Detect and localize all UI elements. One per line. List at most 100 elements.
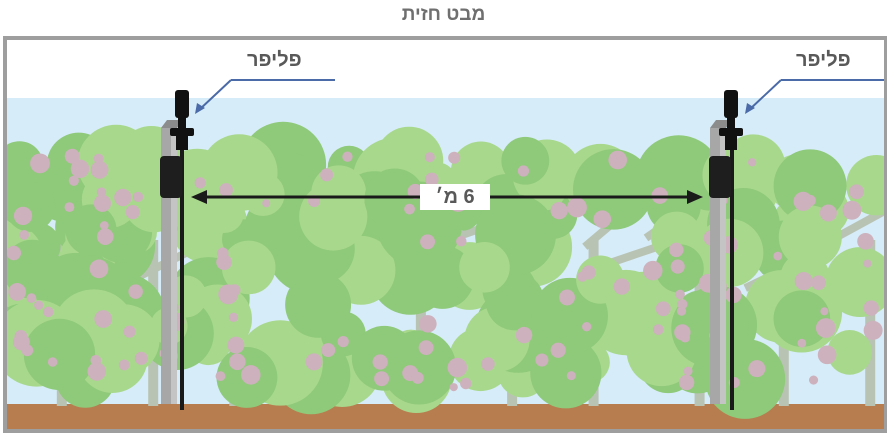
foliage-blob bbox=[381, 330, 457, 405]
fruit-dot bbox=[114, 188, 132, 207]
fruit-dot bbox=[320, 168, 334, 182]
fruit-dot bbox=[842, 200, 862, 220]
fruit-dot bbox=[321, 343, 336, 358]
right-sprinkler-assembly bbox=[709, 79, 884, 410]
foliage-blob bbox=[23, 318, 96, 391]
fruit-dot bbox=[411, 371, 424, 384]
fruit-dot bbox=[670, 259, 685, 274]
diagram-title: מבט חזית bbox=[401, 4, 486, 25]
foliage-blob bbox=[241, 172, 285, 216]
fruit-dot bbox=[215, 371, 226, 382]
fruit-dot bbox=[819, 204, 837, 222]
fruit-dot bbox=[228, 312, 239, 322]
distance-arrowhead-left bbox=[191, 190, 207, 204]
foliage-blob bbox=[773, 290, 831, 347]
fruit-dot bbox=[43, 306, 54, 318]
fruit-dot bbox=[34, 300, 44, 310]
sprinkler-icon bbox=[170, 90, 194, 150]
fruit-dot bbox=[125, 205, 140, 220]
fruit-dot bbox=[419, 315, 437, 333]
fruit-dot bbox=[93, 194, 112, 212]
fruit-dot bbox=[13, 206, 33, 226]
right-bracket bbox=[709, 156, 731, 198]
fruit-dot bbox=[337, 335, 349, 348]
left-post-cap bbox=[161, 120, 183, 128]
fruit-dot bbox=[96, 228, 114, 245]
sprinkler-icon bbox=[719, 90, 743, 150]
left-post-shade bbox=[171, 128, 177, 404]
fruit-dot bbox=[19, 230, 30, 240]
right-pipe bbox=[730, 148, 734, 410]
fruit-dot bbox=[773, 251, 783, 261]
fruit-dot bbox=[128, 284, 143, 299]
fruit-dot bbox=[21, 344, 34, 357]
foliage-blob bbox=[221, 240, 276, 295]
fruit-dot bbox=[132, 191, 144, 203]
fruit-dot bbox=[217, 247, 229, 260]
sprinkler-label-right: פליפר bbox=[796, 49, 851, 71]
fruit-dot bbox=[228, 284, 241, 297]
left-bracket bbox=[160, 156, 182, 198]
fruit-dot bbox=[447, 357, 468, 378]
scene-frame bbox=[3, 36, 887, 433]
foliage-blob bbox=[285, 271, 352, 338]
fruit-dot bbox=[64, 148, 80, 164]
foliage-blob bbox=[7, 181, 56, 232]
fruit-dot bbox=[407, 183, 423, 200]
foliage-blob bbox=[773, 149, 847, 223]
fruit-dot bbox=[89, 259, 109, 279]
distance-label: 6 מ׳ bbox=[420, 184, 490, 210]
fruit-dot bbox=[424, 172, 439, 187]
fruit-dot bbox=[804, 194, 816, 207]
foliage-blob bbox=[530, 337, 602, 409]
distance-arrowhead-right bbox=[687, 190, 703, 204]
foliage-blob bbox=[827, 330, 872, 375]
fruit-dot bbox=[794, 272, 813, 291]
fruit-dot bbox=[481, 357, 495, 371]
fruit-dot bbox=[26, 293, 37, 303]
fruit-dot bbox=[227, 336, 245, 354]
fruit-dot bbox=[424, 152, 435, 163]
fruit-dot bbox=[550, 342, 566, 358]
fruit-dot bbox=[374, 371, 390, 387]
fruit-dot bbox=[863, 320, 883, 340]
fruit-dot bbox=[64, 202, 75, 213]
fruit-dot bbox=[849, 184, 864, 200]
fruit-dot bbox=[99, 221, 109, 230]
fruit-dot bbox=[96, 187, 107, 197]
fruit-dot bbox=[134, 351, 148, 365]
fruit-dot bbox=[815, 318, 836, 338]
fruit-dot bbox=[797, 338, 807, 348]
fruit-dot bbox=[566, 371, 576, 381]
fruit-dot bbox=[8, 283, 27, 301]
fruit-dot bbox=[808, 375, 819, 385]
fruit-dot bbox=[581, 265, 596, 280]
fruit-dot bbox=[449, 383, 458, 392]
foliage-blob bbox=[501, 136, 550, 185]
fruit-dot bbox=[90, 160, 109, 179]
left-sprinkler-assembly bbox=[160, 79, 335, 410]
fruit-dot bbox=[456, 235, 467, 247]
right-callout-arrowhead bbox=[745, 103, 755, 114]
orchard-scene bbox=[7, 79, 884, 429]
fruit-dot bbox=[676, 306, 687, 316]
foliage-blob bbox=[299, 182, 368, 251]
fruit-dot bbox=[559, 289, 575, 306]
fruit-dot bbox=[241, 365, 261, 385]
fruit-dot bbox=[857, 232, 874, 250]
foliage-blob bbox=[459, 242, 510, 293]
fruit-dot bbox=[680, 332, 691, 343]
fruit-dot bbox=[94, 310, 113, 328]
fruit-dot bbox=[420, 234, 436, 250]
foliage-blob bbox=[846, 155, 884, 216]
fruit-dot bbox=[811, 275, 826, 291]
fruit-dot bbox=[47, 357, 58, 367]
left-callout-line bbox=[198, 79, 232, 111]
fruit-dot bbox=[683, 366, 693, 376]
right-post-shade bbox=[720, 128, 726, 404]
left-callout-arrowhead bbox=[195, 103, 205, 114]
foliage-blob bbox=[573, 149, 654, 230]
fruit-dot bbox=[748, 360, 766, 378]
fruit-dot bbox=[123, 325, 136, 338]
fruit-dot bbox=[70, 159, 90, 179]
